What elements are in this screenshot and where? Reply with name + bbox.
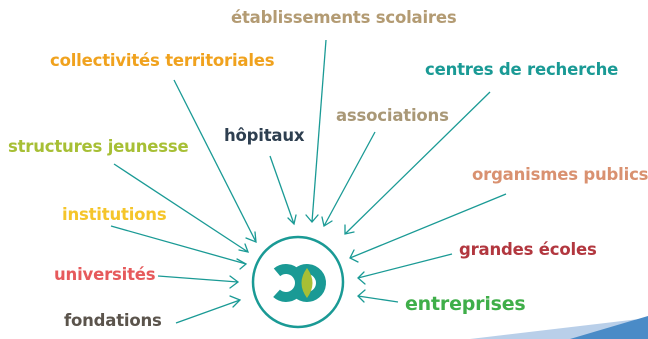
arrowhead <box>344 224 355 235</box>
label-institutions: institutions <box>62 205 167 224</box>
connector-etablissements <box>311 39 327 223</box>
arrowhead <box>287 214 297 226</box>
corner-decoration-dark <box>570 316 648 339</box>
label-collectivites-territoriales: collectivités territoriales <box>50 51 275 70</box>
c-c-interlocking-logo-icon <box>251 235 345 329</box>
arrowhead <box>238 243 250 253</box>
logo-c-left <box>267 264 305 302</box>
label-hopitaux: hôpitaux <box>224 126 305 145</box>
connector-associations <box>323 131 376 227</box>
connector-hopitaux <box>269 155 295 225</box>
arrowhead <box>305 214 319 223</box>
arrowheads <box>229 214 366 308</box>
logo-leaf-center <box>301 268 313 298</box>
connector-collectivites <box>173 79 257 243</box>
arrowhead <box>321 216 333 228</box>
label-entreprises: entreprises <box>405 293 526 315</box>
label-organismes-publics: organismes publics <box>472 165 648 184</box>
label-universites: universités <box>54 265 156 284</box>
connector-structures <box>113 163 249 253</box>
label-fondations: fondations <box>64 311 162 330</box>
arrowhead <box>229 275 240 289</box>
connector-centres <box>344 91 491 235</box>
connector-organismes <box>349 193 507 259</box>
logo-c-right <box>288 264 326 302</box>
connector-institutions <box>110 225 247 265</box>
arrowhead <box>229 295 242 308</box>
arrowhead <box>245 231 257 244</box>
connector-universites <box>157 275 239 283</box>
connector-lines <box>110 39 507 324</box>
arrowhead <box>349 249 359 263</box>
arrowhead <box>357 271 366 285</box>
label-grandes-ecoles: grandes écoles <box>459 240 597 259</box>
arrowhead <box>357 289 366 303</box>
connector-entreprises <box>357 295 399 303</box>
arrowhead <box>236 258 248 270</box>
label-associations: associations <box>336 106 449 125</box>
connector-grandes-ecoles <box>357 253 453 279</box>
connector-fondations <box>175 299 241 324</box>
label-structures-jeunesse: structures jeunesse <box>8 137 189 156</box>
label-etablissements-scolaires: établissements scolaires <box>231 8 457 27</box>
label-centres-de-recherche: centres de recherche <box>425 60 619 79</box>
